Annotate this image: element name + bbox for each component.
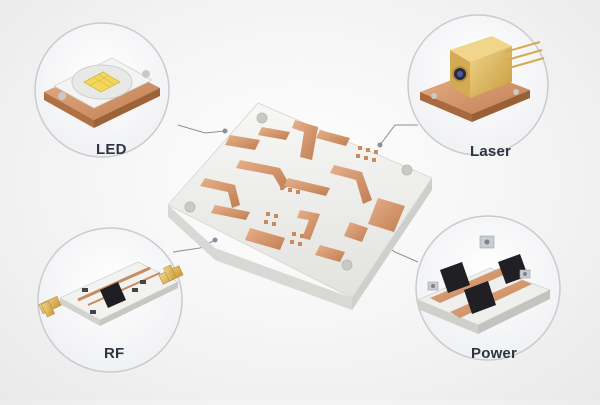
laser-module-icon — [420, 36, 545, 122]
led-callout — [34, 22, 170, 158]
led-chip-icon — [44, 57, 160, 128]
copper-pads — [264, 146, 378, 246]
laser-label: Laser — [470, 143, 512, 160]
copper-traces — [200, 120, 405, 262]
power-label: Power — [471, 345, 518, 362]
power-module-icon — [416, 235, 552, 334]
rf-amplifier-icon — [38, 261, 184, 326]
mounting-holes — [184, 112, 413, 271]
ceramic-substrate-icon — [167, 102, 433, 310]
rf-callout — [37, 227, 184, 373]
power-callout — [415, 215, 561, 361]
led-label: LED — [96, 141, 127, 158]
rf-label: RF — [104, 345, 125, 362]
laser-callout — [407, 14, 549, 156]
